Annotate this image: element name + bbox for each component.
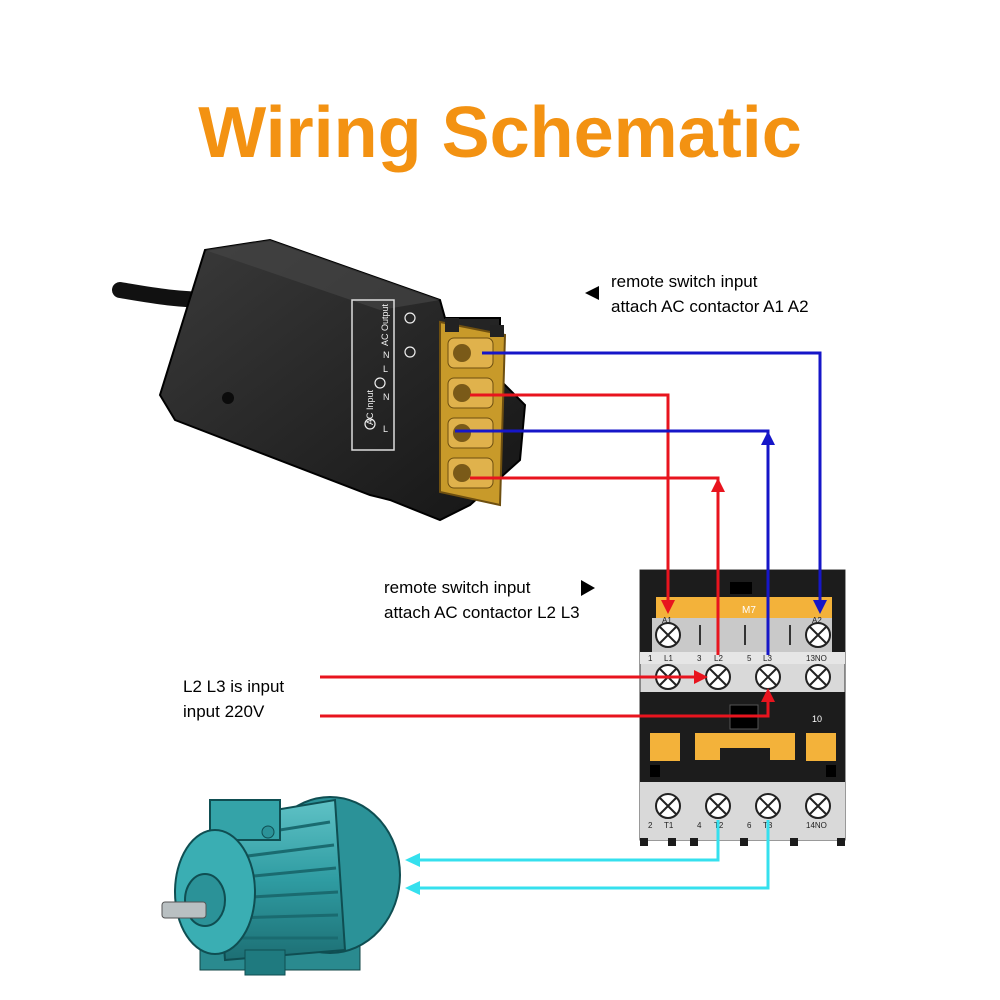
- svg-text:14NO: 14NO: [806, 821, 827, 830]
- terminal-L2: [705, 664, 731, 690]
- label-A2: A2: [812, 616, 822, 625]
- svg-text:4: 4: [697, 821, 702, 830]
- svg-text:1: 1: [648, 654, 653, 663]
- terminal-13NO: [805, 664, 831, 690]
- page-title: Wiring Schematic: [198, 93, 802, 173]
- label-N-in: N: [383, 392, 390, 402]
- top-annotation-line1: remote switch input: [611, 272, 758, 291]
- terminal-T3: [755, 793, 781, 819]
- terminal-T1: [655, 793, 681, 819]
- input-label: AC Input: [365, 389, 375, 425]
- mid-annotation-line2: attach AC contactor L2 L3: [384, 603, 580, 622]
- terminal-14NO: [805, 793, 831, 819]
- blue-wire-A2: [482, 351, 822, 600]
- svg-text:3: 3: [697, 654, 702, 663]
- label-A1: A1: [662, 616, 672, 625]
- red-wire-A1: [470, 393, 670, 600]
- ac-contactor: M7 A1 A2 1 L1 3 L2 5 L3 13NO 10: [639, 569, 846, 846]
- svg-text:L2: L2: [714, 654, 723, 663]
- svg-text:5: 5: [747, 654, 752, 663]
- pointer-right-icon: [581, 580, 595, 596]
- left-annotation-line2: input 220V: [183, 702, 265, 721]
- led-indicator: [222, 392, 234, 404]
- output-label: AC Output: [380, 303, 390, 346]
- svg-text:2: 2: [648, 821, 653, 830]
- terminal-L3: [755, 664, 781, 690]
- svg-text:L1: L1: [664, 654, 673, 663]
- terminal-T2: [705, 793, 731, 819]
- terminal-block: [439, 318, 507, 507]
- label-L-out: L: [383, 364, 388, 374]
- terminal-A1: [655, 622, 681, 648]
- terminal-label-panel: AC Output AC Input L N L N: [351, 299, 416, 451]
- svg-text:13NO: 13NO: [806, 654, 827, 663]
- label-L-in: L: [383, 424, 388, 434]
- side-number: 10: [812, 714, 822, 724]
- motor-shaft: [161, 901, 207, 919]
- svg-text:L3: L3: [763, 654, 772, 663]
- label-N-out: N: [383, 350, 390, 360]
- top-annotation-line2: attach AC contactor A1 A2: [611, 297, 809, 316]
- svg-text:6: 6: [747, 821, 752, 830]
- red-input-L3: [320, 700, 770, 718]
- terminal-A2: [805, 622, 831, 648]
- electric-motor: [161, 796, 401, 976]
- left-annotation-line1: L2 L3 is input: [183, 677, 285, 696]
- pointer-left-icon: [585, 286, 599, 300]
- cyan-wire-T3: [420, 820, 770, 890]
- receiver-body: [158, 238, 527, 522]
- wires: [320, 351, 827, 895]
- receiver-module: AC Output AC Input L N L N: [112, 238, 527, 522]
- svg-text:T1: T1: [664, 821, 674, 830]
- mid-annotation-line1: remote switch input: [384, 578, 531, 597]
- cyan-wire-T2: [420, 820, 720, 862]
- model-label: M7: [742, 605, 756, 616]
